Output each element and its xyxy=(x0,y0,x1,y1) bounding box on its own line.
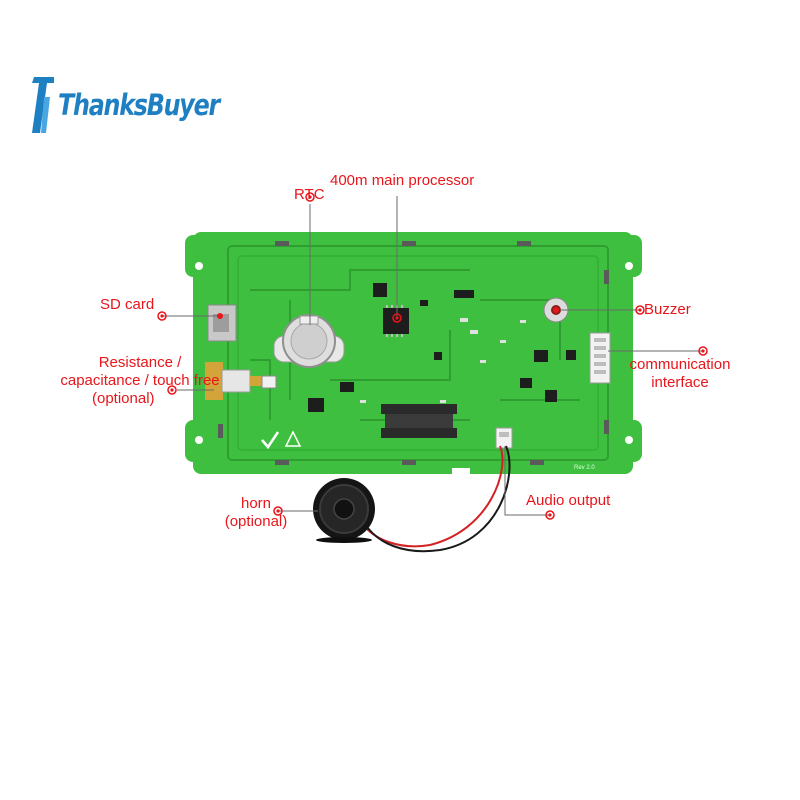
main-processor-chip xyxy=(383,305,409,337)
speaker-horn xyxy=(313,478,375,543)
dot-main-processor xyxy=(392,313,402,323)
label-rtc: RTC xyxy=(294,186,325,203)
dot-buzzer-board xyxy=(553,307,559,313)
callout-dots xyxy=(157,192,708,520)
label-communication-line2: interface xyxy=(651,374,709,391)
pcb-board xyxy=(185,232,642,476)
label-resistance-line1: Resistance / xyxy=(98,354,182,371)
audio-connector xyxy=(495,427,513,449)
label-resistance: Resistance / capacitance / touch free (o… xyxy=(40,354,240,408)
dot-audio-output xyxy=(545,510,555,520)
label-resistance-line2: capacitance / touch free xyxy=(60,372,220,389)
label-sd-card: SD card xyxy=(100,296,155,313)
dot-sd-card xyxy=(157,311,167,321)
dot-buzzer xyxy=(635,305,645,315)
label-horn: horn (optional) xyxy=(214,495,298,531)
passive-components xyxy=(360,318,526,403)
small-components xyxy=(308,283,576,412)
fpc-connectors xyxy=(381,404,457,438)
brand-logo: ThanksBuyer xyxy=(30,70,254,140)
rtc-battery-holder xyxy=(273,314,345,368)
rohs-mark xyxy=(261,430,302,450)
label-buzzer: Buzzer xyxy=(644,301,691,318)
brand-name: ThanksBuyer xyxy=(58,88,220,122)
label-audio-output: Audio output xyxy=(526,492,611,509)
label-horn-line1: horn xyxy=(240,495,272,512)
speaker-wires xyxy=(359,445,511,553)
communication-connector xyxy=(589,332,611,384)
sd-card-slot xyxy=(207,304,237,342)
label-resistance-line3: (optional) xyxy=(92,390,155,407)
dot-resistance xyxy=(167,385,177,395)
label-communication-line1: communication xyxy=(629,356,731,373)
board-revision: Rev 2.0 xyxy=(574,465,595,471)
label-horn-line2: (optional) xyxy=(224,513,288,530)
dot-horn xyxy=(273,506,283,516)
leader-audio-output xyxy=(504,446,550,516)
dot-communication xyxy=(698,346,708,356)
dot-sd-board xyxy=(217,313,223,319)
label-main-processor: 400m main processor xyxy=(330,172,475,189)
label-communication-interface: communication interface xyxy=(618,356,742,392)
callout-leaders xyxy=(162,196,702,516)
brand-logo-icon xyxy=(32,77,54,133)
dot-rtc xyxy=(305,192,315,202)
